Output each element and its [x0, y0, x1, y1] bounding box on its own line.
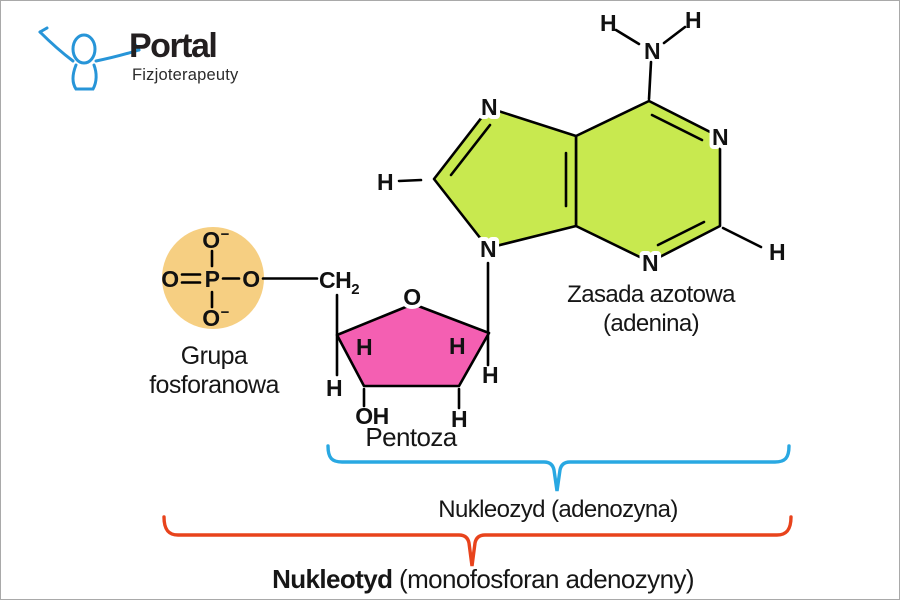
- logo: Portal Fizjoterapeuty: [13, 7, 273, 92]
- h-on-c2-outer: H: [451, 406, 467, 432]
- adenine-n9: N: [480, 236, 496, 262]
- phosphate-o-right: O: [242, 266, 259, 292]
- adenine-n3: N: [642, 250, 658, 276]
- pentose-label: Pentoza: [365, 422, 457, 452]
- base-label-line1: Zasada azotowa: [567, 281, 736, 308]
- nucleotide-bracket: [162, 515, 793, 567]
- nucleoside-bracket: [326, 444, 791, 492]
- ch2-group: CH2: [319, 267, 359, 298]
- phosphate-circle: [162, 227, 264, 329]
- base-label-line2: (adenina): [603, 310, 699, 337]
- phosphate-bonds: [180, 249, 319, 309]
- phosphate-o-bottom: O: [202, 305, 219, 331]
- h-on-c2-base: H: [769, 239, 785, 265]
- nucleotide-label-bold: Nukleotyd: [272, 564, 392, 594]
- phosphate-label-line2: fosforanowa: [149, 371, 279, 399]
- ch2-c: CH: [319, 267, 351, 293]
- h-on-c3-inner: H: [356, 334, 372, 360]
- phosphate-minus-top: −: [221, 226, 230, 243]
- pentose-ring-o: O: [403, 284, 420, 310]
- amino-h-left: H: [600, 10, 616, 36]
- nucleotide-label-rest: (monofosforan adenozyny): [392, 564, 694, 594]
- h-on-c4-outer: H: [326, 375, 342, 401]
- nucleotide-label: Nukleotyd (monofosforan adenozyny): [272, 564, 694, 594]
- adenine-n7: N: [481, 94, 497, 120]
- adenine-bonds: [397, 25, 763, 249]
- logo-title: Portal: [129, 27, 218, 65]
- phosphate-o-left: O: [161, 266, 178, 292]
- amino-n: N: [644, 38, 660, 64]
- phosphate-minus-bottom: −: [221, 304, 230, 321]
- adenine-pyrimidine-ring: [574, 99, 722, 264]
- h-on-c8-base: H: [377, 169, 393, 195]
- logo-subtitle: Fizjoterapeuty: [132, 66, 239, 84]
- h-on-c1-outer: H: [482, 362, 498, 388]
- phosphate-o-top: O: [202, 227, 219, 253]
- phosphate-label-line1: Grupa: [181, 342, 248, 370]
- logo-figure-strokes: [38, 26, 141, 91]
- adenine-n1: N: [712, 124, 728, 150]
- ch2-subscript: 2: [351, 281, 359, 298]
- phosphate-p: P: [205, 266, 220, 292]
- oh-on-c3: OH: [355, 403, 389, 429]
- adenine-imidazole-ring: [432, 106, 578, 250]
- nucleoside-label: Nukleozyd (adenozyna): [438, 496, 678, 523]
- amino-h-right: H: [685, 7, 701, 33]
- logo-figure-icon: [38, 26, 141, 91]
- pentose-pentagon: [335, 302, 491, 388]
- h-on-c2-inner: H: [449, 333, 465, 359]
